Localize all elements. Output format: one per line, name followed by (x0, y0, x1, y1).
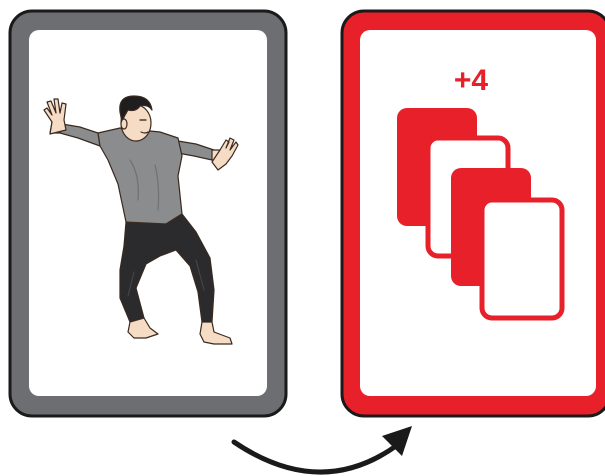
curved-arrow-right-icon (234, 426, 412, 472)
draw-four-label: +4 (411, 66, 531, 96)
